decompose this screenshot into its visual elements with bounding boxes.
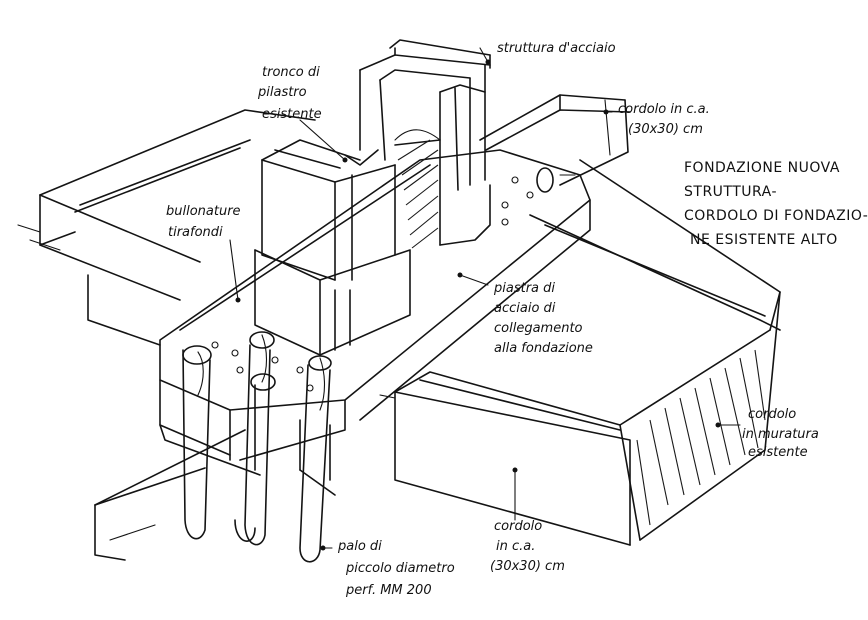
back-left-beam — [17, 109, 316, 346]
label-anchor-bolts-2: tirafondi — [168, 225, 223, 240]
label-column-stub-2: pilastro — [257, 85, 307, 100]
right-masonry-beam — [529, 159, 781, 541]
label-ca-beam-bottom-3: (30x30) cm — [490, 559, 565, 574]
label-micropile-3: perf. MM 200 — [345, 583, 432, 598]
label-steel-structure: struttura d'acciaio — [497, 41, 616, 56]
title-line-4: NE ESISTENTE ALTO — [690, 232, 838, 248]
label-steel-plate-3: collegamento — [494, 321, 583, 336]
micropiles — [182, 334, 331, 563]
anchor-bolts — [182, 167, 554, 392]
labels: struttura d'acciaio tronco di pilastro e… — [166, 41, 868, 598]
label-masonry-beam-3: esistente — [748, 445, 808, 460]
leader-lines — [229, 47, 741, 551]
label-masonry-beam-2: in muratura — [742, 427, 819, 442]
label-column-stub-3: esistente — [262, 107, 322, 122]
label-column-stub-1: tronco di — [262, 65, 320, 80]
label-micropile-1: palo di — [337, 539, 382, 554]
label-ca-beam-bottom-1: cordolo — [494, 519, 542, 534]
front-left-beam — [94, 429, 246, 561]
label-anchor-bolts-1: bullonature — [166, 204, 241, 219]
label-steel-plate-2: acciaio di — [494, 301, 556, 316]
back-right-beam — [479, 94, 631, 186]
label-ca-beam-top-2: (30x30) cm — [628, 122, 703, 137]
front-ca-beam — [379, 371, 631, 546]
label-masonry-beam-1: cordolo — [748, 407, 796, 422]
title-line-2: STRUTTURA- — [684, 184, 777, 200]
label-micropile-2: piccolo diametro — [345, 561, 455, 576]
title-line-3: CORDOLO DI FONDAZIO- — [684, 208, 868, 224]
label-steel-plate-4: alla fondazione — [494, 341, 593, 356]
label-steel-plate-1: piastra di — [493, 281, 555, 296]
label-ca-beam-top-1: cordolo in c.a. — [618, 102, 710, 117]
title-line-1: FONDAZIONE NUOVA — [684, 160, 840, 176]
steel-structure — [254, 39, 491, 356]
label-ca-beam-bottom-2: in c.a. — [496, 539, 535, 554]
